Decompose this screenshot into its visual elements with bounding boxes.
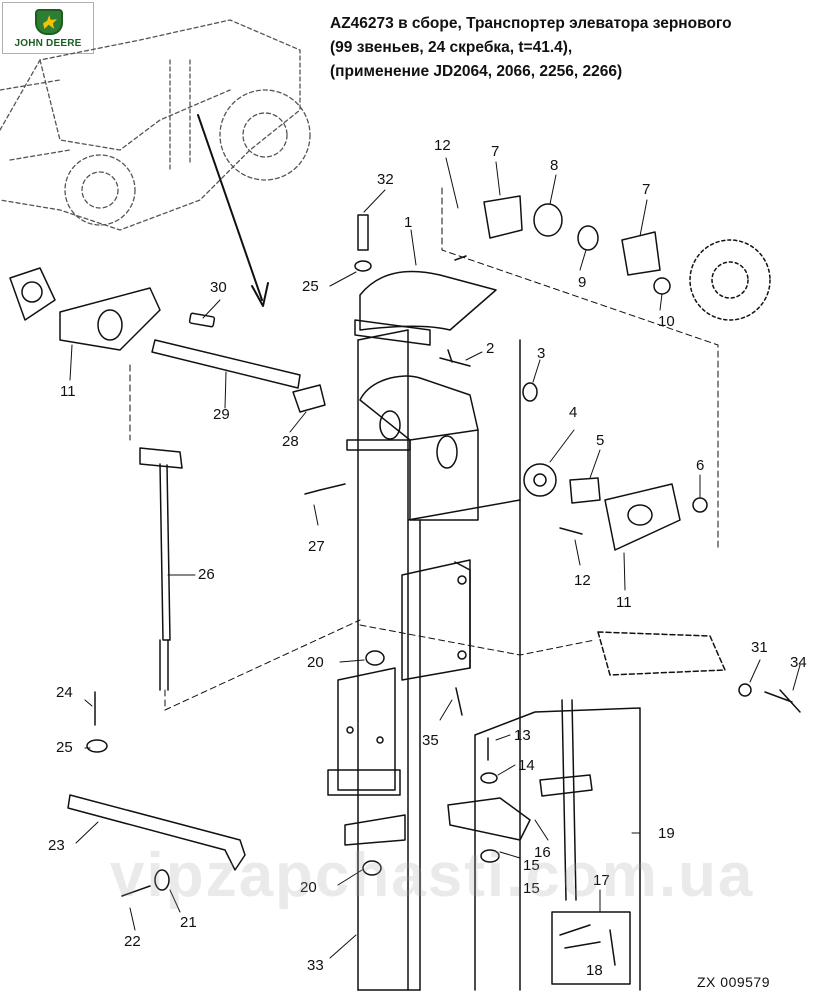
john-deere-logo: JOHN DEERE: [2, 2, 94, 54]
callout-31: 31: [751, 639, 768, 656]
callout-29: 29: [213, 406, 230, 423]
logo-brand-text: JOHN DEERE: [14, 38, 82, 49]
elevator-chain: [447, 699, 593, 901]
head-housing: [346, 375, 479, 521]
callout-1: 1: [404, 214, 412, 231]
deer-emblem-icon: [35, 9, 63, 35]
callout-23: 23: [48, 837, 65, 854]
callout-21: 21: [180, 914, 197, 931]
connector-link: [559, 924, 616, 966]
location-arrow-head: [251, 282, 269, 307]
elevator-tube: [357, 329, 521, 991]
callout-7-right: 7: [642, 181, 650, 198]
callout-15-lower: 15: [523, 880, 540, 897]
chain-bracket: [474, 707, 641, 991]
drive-shaft: [151, 312, 326, 413]
lower-brackets: [327, 667, 406, 846]
callout-9: 9: [578, 274, 586, 291]
location-arrow: [197, 114, 263, 301]
tube-bracket: [401, 559, 471, 681]
top-bearing-assembly: [483, 195, 771, 321]
connector-link-detail-box: [551, 911, 631, 985]
callout-8: 8: [550, 157, 558, 174]
callout-22: 22: [124, 933, 141, 950]
title-line-1: AZ46273 в сборе, Транспортер элеватора з…: [330, 15, 732, 32]
callout-13: 13: [514, 727, 531, 744]
callout-32: 32: [377, 171, 394, 188]
hardware: [86, 214, 583, 897]
callout-5: 5: [596, 432, 604, 449]
callout-30: 30: [210, 279, 227, 296]
scraper-detail: [597, 631, 801, 713]
combine-sketch: [0, 19, 311, 231]
callout-25-left: 25: [56, 739, 73, 756]
callout-14: 14: [518, 757, 535, 774]
callout-24: 24: [56, 684, 73, 701]
callout-12-top: 12: [434, 137, 451, 154]
callout-19: 19: [658, 825, 675, 842]
title-line-2: (99 звеньев, 24 скребка, t=41.4),: [330, 39, 573, 56]
bottom-plate: [67, 794, 246, 871]
callout-18: 18: [586, 962, 603, 979]
callout-7-left: 7: [491, 143, 499, 160]
diagram-code: ZX 009579: [697, 974, 770, 990]
head-cover: [354, 270, 497, 346]
callout-26: 26: [198, 566, 215, 583]
callout-4: 4: [569, 404, 577, 421]
callout-15-upper: 15: [523, 857, 540, 874]
callout-28: 28: [282, 433, 299, 450]
callout-27: 27: [308, 538, 325, 555]
title-line-3: (применение JD2064, 2066, 2256, 2266): [330, 63, 623, 80]
phantom-lines: [129, 187, 719, 711]
diagram-title: AZ46273 в сборе, Транспортер элеватора з…: [330, 12, 810, 84]
callout-12-bottom: 12: [574, 572, 591, 589]
callout-33: 33: [307, 957, 324, 974]
watermark: vipzapchasti.com.ua: [110, 841, 755, 910]
callout-3: 3: [537, 345, 545, 362]
lower-bearing-assembly: [523, 463, 708, 551]
left-bearing-assembly: [9, 267, 161, 351]
leader-lines: [69, 157, 801, 959]
callout-20-lower: 20: [300, 879, 317, 896]
callout-10: 10: [658, 313, 675, 330]
callout-34: 34: [790, 654, 807, 671]
callout-17: 17: [593, 872, 610, 889]
callout-6: 6: [696, 457, 704, 474]
callout-35: 35: [422, 732, 439, 749]
callout-16: 16: [534, 844, 551, 861]
callout-11-right: 11: [616, 594, 632, 611]
callout-2: 2: [486, 340, 494, 357]
adjusting-rod: [139, 447, 183, 691]
callout-20-upper: 20: [307, 654, 324, 671]
callout-25-top: 25: [302, 278, 319, 295]
callout-11-left: 11: [60, 383, 76, 400]
